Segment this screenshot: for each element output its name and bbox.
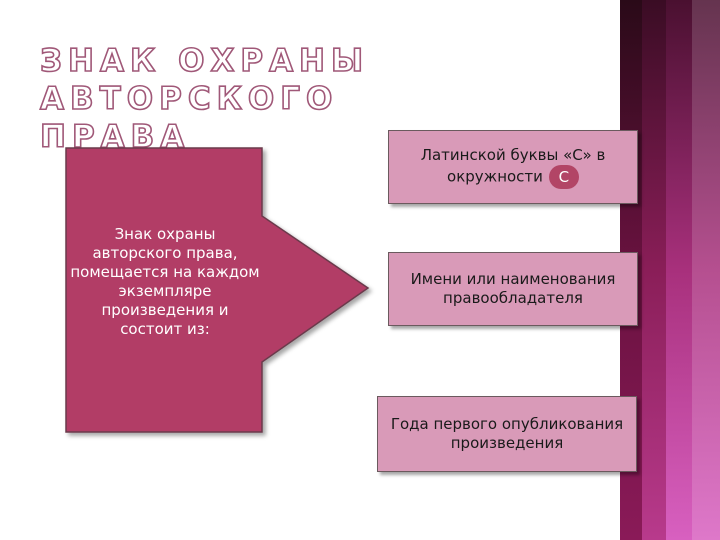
arrow-text: Знак охраны авторского права, помещается… xyxy=(70,225,260,338)
box-rightholder-name: Имени или наименования правообладателя xyxy=(388,252,638,326)
box-2-text: Имени или наименования правообладателя xyxy=(410,270,616,307)
slide-title: ЗНАК ОХРАНЫ АВТОРСКОГО ПРАВА xyxy=(39,42,600,156)
box-latin-letter-c: Латинской буквы «C» в окружности C xyxy=(388,130,638,204)
box-3-text: Года первого опубликования произведения xyxy=(390,415,624,452)
title-line-1: ЗНАК ОХРАНЫ АВТОРСКОГО xyxy=(39,42,370,118)
block-arrow xyxy=(65,147,370,433)
box-1-line-2: окружности xyxy=(447,167,543,185)
stripe-4 xyxy=(692,0,720,540)
stripe-3 xyxy=(666,0,692,540)
box-publication-year: Года первого опубликования произведения xyxy=(377,396,637,472)
box-1-line-1: Латинской буквы «C» в xyxy=(420,145,606,164)
stripe-2 xyxy=(642,0,666,540)
copyright-c-badge: C xyxy=(548,164,579,189)
